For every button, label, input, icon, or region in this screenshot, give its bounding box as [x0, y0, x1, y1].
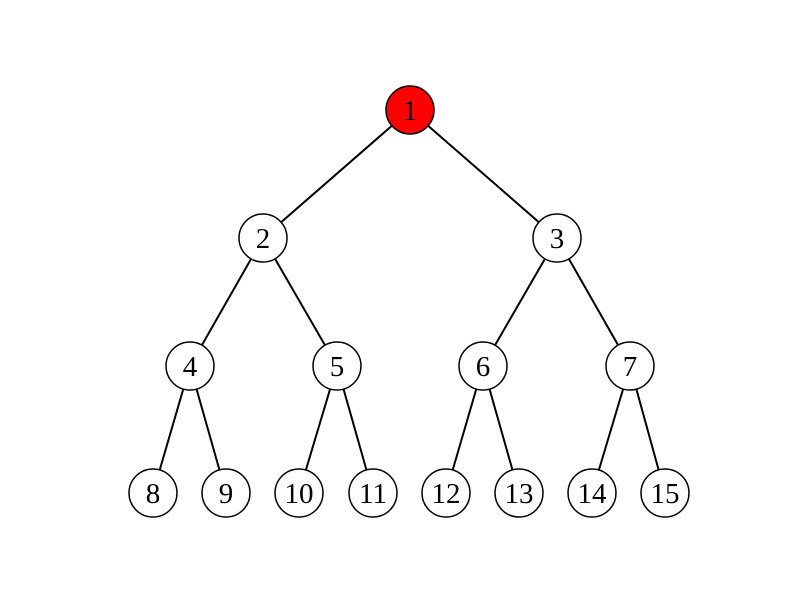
tree-node-1: 1 — [385, 85, 435, 135]
tree-node-label-15: 15 — [651, 478, 680, 510]
tree-node-label-5: 5 — [330, 351, 345, 383]
tree-node-label-1: 1 — [403, 95, 418, 127]
tree-node-5: 5 — [312, 341, 362, 391]
tree-node-8: 8 — [128, 468, 178, 518]
tree-node-circle-2 — [238, 213, 288, 263]
tree-node-13: 13 — [494, 468, 544, 518]
tree-node-label-7: 7 — [623, 351, 638, 383]
tree-node-2: 2 — [238, 213, 288, 263]
tree-node-4: 4 — [165, 341, 215, 391]
tree-node-12: 12 — [421, 468, 471, 518]
tree-node-circle-13 — [494, 468, 544, 518]
tree-node-label-9: 9 — [219, 478, 234, 510]
tree-node-label-10: 10 — [285, 478, 314, 510]
tree-node-circle-5 — [312, 341, 362, 391]
tree-node-circle-11 — [348, 468, 398, 518]
tree-node-circle-7 — [605, 341, 655, 391]
tree-node-circle-15 — [640, 468, 690, 518]
tree-node-circle-6 — [458, 341, 508, 391]
tree-node-label-6: 6 — [476, 351, 491, 383]
tree-edges-layer — [152, 109, 666, 494]
tree-node-6: 6 — [458, 341, 508, 391]
tree-node-label-13: 13 — [505, 478, 534, 510]
tree-node-label-3: 3 — [550, 223, 565, 255]
tree-node-circle-8 — [128, 468, 178, 518]
tree-node-label-14: 14 — [578, 478, 608, 510]
tree-node-14: 14 — [567, 468, 617, 518]
tree-node-15: 15 — [640, 468, 690, 518]
tree-node-7: 7 — [605, 341, 655, 391]
tree-node-9: 9 — [201, 468, 251, 518]
tree-node-circle-9 — [201, 468, 251, 518]
tree-node-circle-10 — [274, 468, 324, 518]
tree-node-label-8: 8 — [146, 478, 161, 510]
tree-node-circle-1 — [385, 85, 435, 135]
tree-node-11: 11 — [348, 468, 398, 518]
tree-node-label-4: 4 — [183, 351, 198, 383]
tree-node-label-11: 11 — [359, 478, 387, 510]
tree-node-label-2: 2 — [256, 223, 271, 255]
tree-edge-1-2 — [262, 109, 411, 239]
tree-node-circle-3 — [532, 213, 582, 263]
tree-node-circle-14 — [567, 468, 617, 518]
tree-node-10: 10 — [274, 468, 324, 518]
tree-node-circle-4 — [165, 341, 215, 391]
tree-node-circle-12 — [421, 468, 471, 518]
tree-node-label-12: 12 — [432, 478, 461, 510]
tree-node-3: 3 — [532, 213, 582, 263]
tree-edge-1-3 — [409, 109, 558, 239]
